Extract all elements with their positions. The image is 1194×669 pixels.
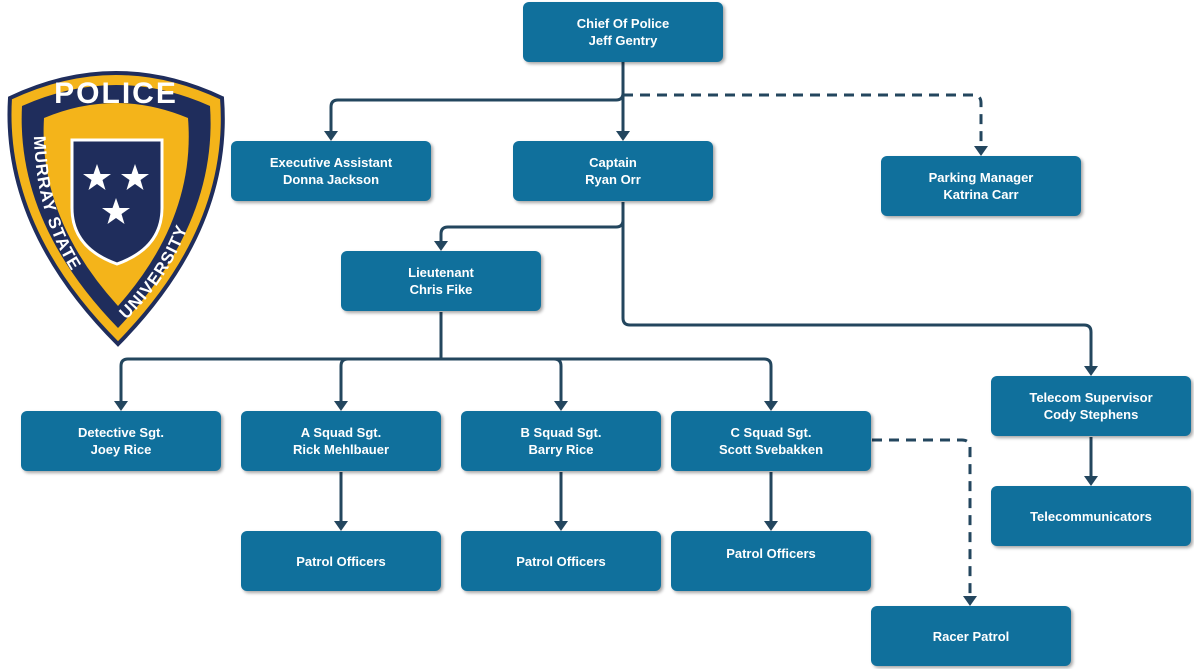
node-title: Detective Sgt. (78, 425, 164, 440)
arrowhead (764, 401, 778, 411)
node-c-squad-sgt[interactable]: C Squad Sgt. Scott Svebakken (671, 411, 871, 471)
arrowhead (1084, 476, 1098, 486)
arrowhead (764, 521, 778, 531)
arrowhead (334, 401, 348, 411)
arrowhead (554, 521, 568, 531)
arrowhead (616, 131, 630, 141)
arrowhead (554, 401, 568, 411)
arrowhead (974, 146, 988, 156)
edge-chief-parking (623, 93, 983, 148)
node-chief-of-police[interactable]: Chief Of Police Jeff Gentry (523, 2, 723, 62)
edge-lieutenant-bsquad (441, 357, 563, 403)
arrowhead (334, 521, 348, 531)
node-title: Racer Patrol (932, 628, 1010, 644)
node-captain[interactable]: Captain Ryan Orr (513, 141, 713, 201)
edge-captain-lieutenant (439, 202, 625, 243)
edge-lieutenant-detective (119, 357, 441, 403)
node-person: Cody Stephens (1043, 407, 1139, 422)
node-title: Patrol Officers (726, 545, 816, 561)
node-patrol-officers-b[interactable]: Patrol Officers (461, 531, 661, 591)
node-title: Telecommunicators (1030, 508, 1152, 524)
arrowhead (114, 401, 128, 411)
police-badge-logo: POLICE MURRAY STATE UNIVERSITY (7, 71, 225, 347)
edge-csquad-racer (872, 438, 972, 598)
node-title: Captain (589, 155, 637, 170)
node-person: Jeff Gentry (588, 33, 658, 48)
arrowhead (1084, 366, 1098, 376)
node-person: Katrina Carr (943, 187, 1019, 202)
node-person: Barry Rice (528, 442, 594, 457)
node-telecommunicators[interactable]: Telecommunicators (991, 486, 1191, 546)
node-person: Donna Jackson (282, 172, 380, 187)
node-executive-assistant[interactable]: Executive Assistant Donna Jackson (231, 141, 431, 201)
node-patrol-officers-a[interactable]: Patrol Officers (241, 531, 441, 591)
star-icon (83, 164, 111, 190)
star-icon (121, 164, 149, 190)
badge-top-text: POLICE (54, 77, 178, 110)
arrowhead (324, 131, 338, 141)
node-parking-manager[interactable]: Parking Manager Katrina Carr (881, 156, 1081, 216)
star-icon (102, 198, 130, 224)
node-person: Chris Fike (409, 282, 473, 297)
node-a-squad-sgt[interactable]: A Squad Sgt. Rick Mehlbauer (241, 411, 441, 471)
node-telecom-supervisor[interactable]: Telecom Supervisor Cody Stephens (991, 376, 1191, 436)
node-b-squad-sgt[interactable]: B Squad Sgt. Barry Rice (461, 411, 661, 471)
node-title: Chief Of Police (576, 16, 670, 31)
node-title: Lieutenant (408, 265, 474, 280)
node-lieutenant[interactable]: Lieutenant Chris Fike (341, 251, 541, 311)
node-title: B Squad Sgt. (520, 425, 602, 440)
arrowhead (434, 241, 448, 251)
node-title: Patrol Officers (296, 553, 386, 569)
node-person: Joey Rice (90, 442, 152, 457)
node-title: C Squad Sgt. (730, 425, 812, 440)
arrowhead (963, 596, 977, 606)
node-detective-sgt[interactable]: Detective Sgt. Joey Rice (21, 411, 221, 471)
node-title: Parking Manager (928, 170, 1034, 185)
node-title: Executive Assistant (269, 155, 393, 170)
edge-lieutenant-asquad (339, 357, 441, 403)
node-title: Patrol Officers (516, 553, 606, 569)
node-person: Rick Mehlbauer (292, 442, 390, 457)
edge-chief-exec (329, 62, 625, 133)
node-person: Scott Svebakken (718, 442, 824, 457)
node-racer-patrol[interactable]: Racer Patrol (871, 606, 1071, 666)
node-patrol-officers-c[interactable]: Patrol Officers (671, 531, 871, 591)
node-person: Ryan Orr (585, 172, 641, 187)
node-title: Telecom Supervisor (1029, 390, 1153, 405)
edge-captain-telecom (621, 202, 1093, 368)
node-title: A Squad Sgt. (300, 425, 382, 440)
edge-lieutenant-csquad (441, 357, 773, 403)
